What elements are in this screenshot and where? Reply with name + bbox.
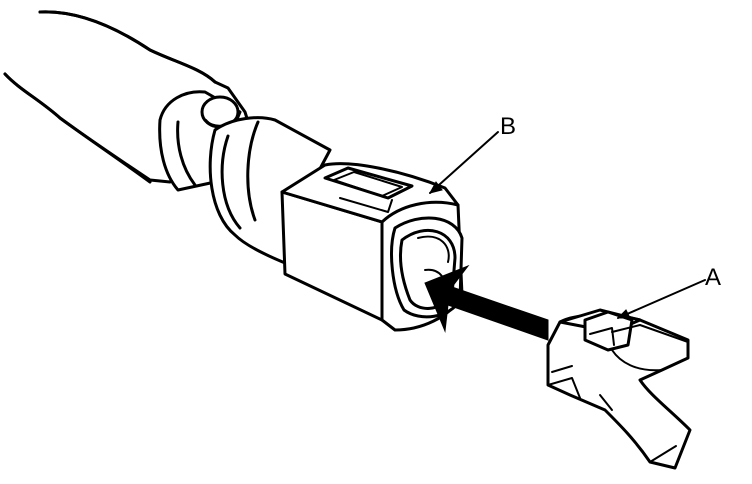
callout-label-b: B [500, 113, 516, 140]
lock-clip-a [546, 308, 692, 470]
insertion-arrow [424, 264, 549, 341]
connector-body [208, 116, 332, 267]
leader-line-a [616, 279, 706, 319]
callout-label-a: A [705, 264, 721, 291]
leader-line-b [429, 131, 499, 194]
